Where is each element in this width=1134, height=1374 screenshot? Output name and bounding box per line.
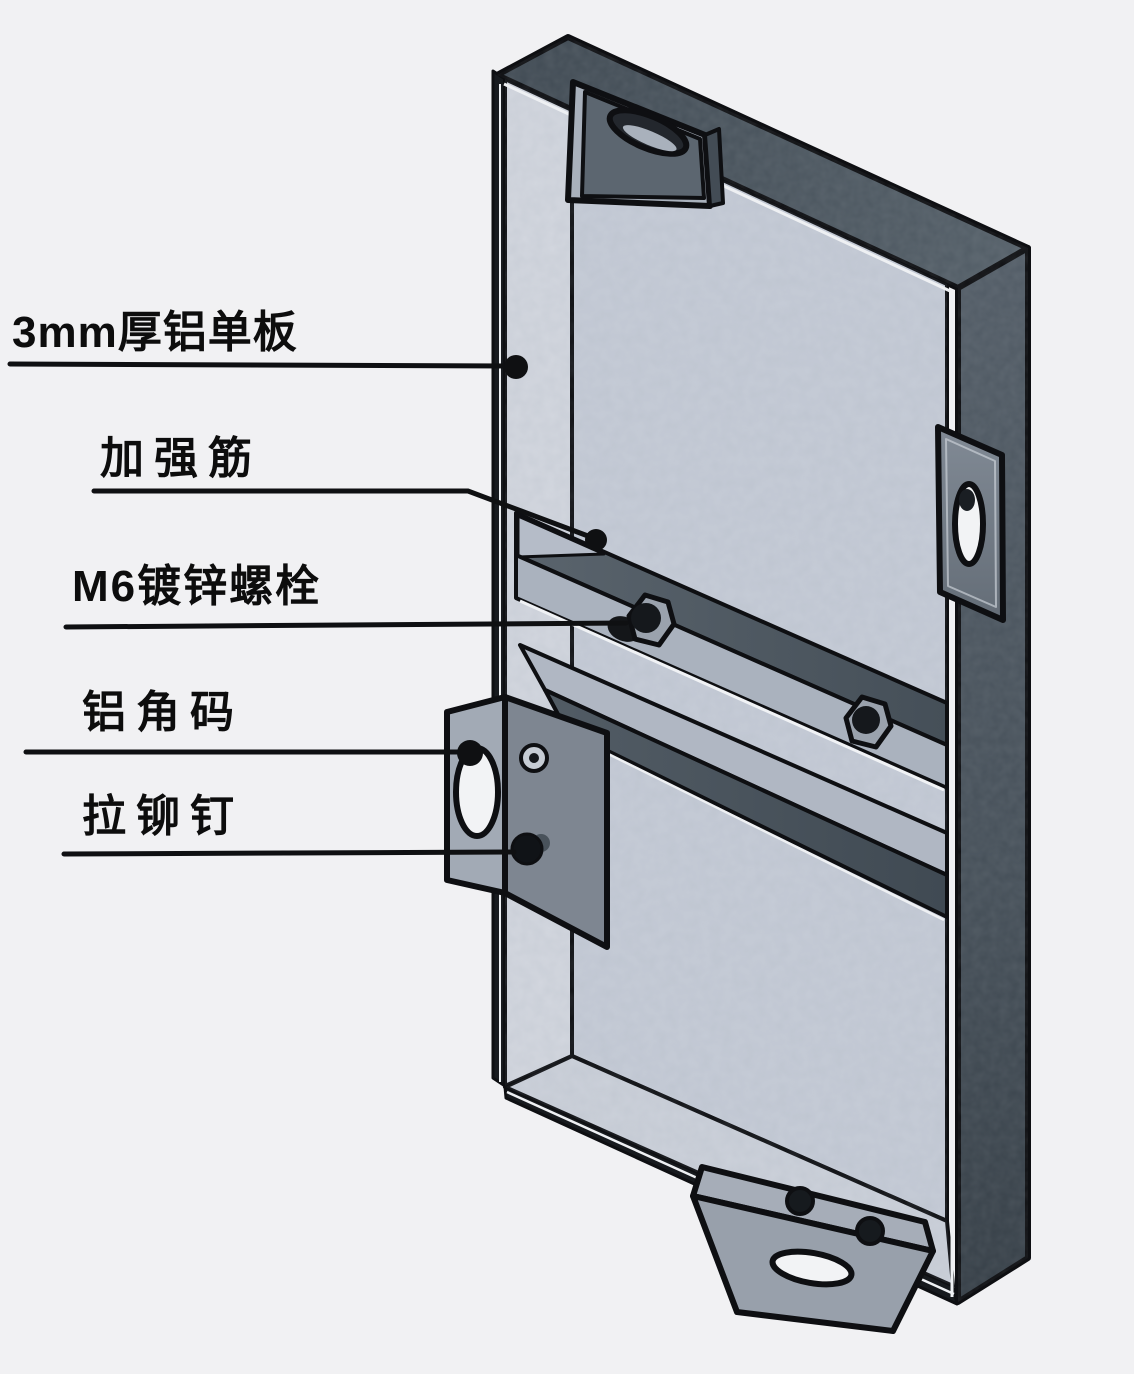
bottom-corner-bracket [690,1164,936,1334]
leader-dot-angle-bracket [457,740,483,766]
leader-rivet [61,849,517,857]
top-bracket-slot-highlight [622,125,677,152]
leader-dots [457,355,607,766]
right-hanger-bracket [935,424,1006,623]
bolt1-cap [631,603,661,633]
leader-dot-stiffener-rib [585,529,607,551]
bolt-2 [843,694,894,750]
top-bracket-flange [703,127,725,208]
left-bracket-rivet-bottom [510,832,544,866]
leader-bolt [63,620,629,630]
leader-panel-sheet [7,361,519,369]
label-panel-sheet: 3mm厚铝单板 [12,308,298,357]
bottom-bracket-rivet-1 [785,1186,815,1216]
rib1-end-cut [516,514,606,559]
bolt-1 [607,592,677,648]
label-angle-bracket: 铝角码 [82,688,244,737]
right-bracket-inner-line [945,438,997,608]
leader-stiffener-rib [91,488,599,542]
top-hanger-bracket [565,79,725,209]
bottom-bracket-rivet-2 [855,1216,885,1246]
label-stiffener-rib: 加强筋 [100,434,262,483]
leader-dot-panel-sheet [504,355,528,379]
stiffener-rib-2 [518,643,949,922]
stiffener-rib-1 [514,511,949,792]
right-bracket-slot-shadow [959,489,975,511]
rib1-flange [514,553,949,790]
leader-lines [7,361,629,857]
label-bolt: M6镀锌螺栓 [72,562,322,611]
label-rivet: 拉铆钉 [82,792,244,841]
bolt2-cap [852,706,880,734]
bottom-bracket-slot [769,1248,855,1288]
